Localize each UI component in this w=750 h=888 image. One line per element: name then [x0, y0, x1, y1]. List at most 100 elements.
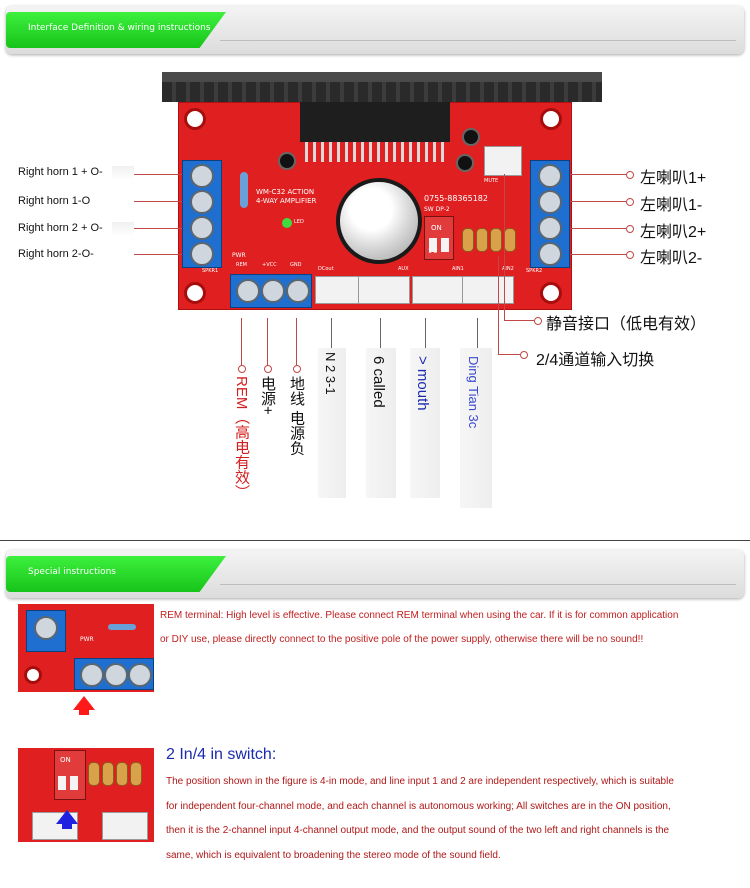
dip-label: SW DP-2: [424, 206, 450, 213]
spkr2-label: SPKR2: [526, 268, 543, 274]
label-fade: [460, 348, 492, 508]
ceramic-capacitor: [462, 228, 474, 252]
label-left-horn-1-pos: 左喇叭1+: [640, 170, 707, 187]
ceramic-capacitor: [476, 228, 488, 252]
section-header-special: Special instructions: [6, 550, 744, 598]
pwr-vcc: +VCC: [262, 262, 277, 268]
leader-line: [425, 318, 426, 348]
label-fade: [112, 166, 134, 180]
board-model: WM-C32 ACTION: [256, 188, 315, 196]
mute-connector: [484, 146, 522, 176]
board-subtitle: 4-WAY AMPLIFIER: [256, 197, 317, 205]
label-fade: [112, 222, 134, 236]
section-title: Special instructions: [28, 567, 116, 577]
screw: [190, 190, 214, 214]
capacitor: [278, 152, 296, 170]
screw: [190, 216, 214, 240]
arrow-stem: [62, 823, 72, 829]
leader-line: [267, 318, 268, 366]
capacitor: [462, 128, 480, 146]
label-left-horn-2-pos: 左喇叭2+: [640, 224, 707, 241]
leader-line: [331, 318, 332, 348]
label-dot: [293, 365, 301, 373]
label-channel-switch: 2/4通道输入切换: [536, 352, 655, 369]
switch-section-title: 2 In/4 in switch:: [166, 746, 277, 763]
section-divider: [0, 540, 750, 541]
leader-line: [570, 228, 626, 229]
label-ground-negative: 地线 电源负: [288, 376, 305, 456]
label-right-horn-2-pos: Right horn 2 + O-: [18, 222, 103, 234]
header-accent: [6, 12, 226, 48]
label-mute-interface: 静音接口（低电有效）: [546, 316, 707, 333]
capacitor: [456, 154, 474, 172]
leader-line: [570, 254, 626, 255]
screw: [261, 279, 285, 303]
switch-thumbnail: ON: [18, 748, 154, 842]
jst-ain1: AIN1: [452, 266, 464, 272]
leader-line: [134, 174, 182, 175]
jst-aux: AUX: [398, 266, 409, 272]
led-label: LED: [294, 219, 304, 225]
mount-hole: [540, 282, 562, 304]
rem-description-line: or DIY use, please directly connect to t…: [160, 634, 644, 645]
label-mouth: > mouth: [414, 356, 431, 411]
leader-line: [477, 318, 478, 348]
mount-hole: [540, 108, 562, 130]
led-indicator: [282, 218, 292, 228]
mute-label: MUTE: [484, 178, 499, 184]
leader-line: [380, 318, 381, 348]
leader-line: [498, 256, 499, 354]
leader-line: [498, 354, 520, 355]
resistor: [240, 172, 248, 208]
leader-line: [134, 228, 182, 229]
ceramic-capacitor: [504, 228, 516, 252]
leader-line: [134, 254, 182, 255]
label-dot: [626, 251, 634, 259]
label-n23: N 2 3-1: [323, 352, 338, 395]
rem-description: REM terminal: High level is effective. P…: [160, 604, 746, 652]
leader-line: [570, 174, 626, 175]
jst-dcout: DCout: [318, 266, 334, 272]
screw: [538, 164, 562, 188]
chip-pins: [305, 142, 445, 162]
spkr1-label: SPKR1: [202, 268, 219, 274]
label-dot: [264, 365, 272, 373]
connector-aux: [358, 276, 410, 304]
leader-line: [134, 201, 182, 202]
rem-terminal-thumbnail: PWR: [18, 604, 154, 692]
mount-hole: [184, 282, 206, 304]
dip-numbers: 1 2: [428, 248, 438, 255]
arrow-up-icon: [73, 696, 95, 710]
label-fade: [318, 348, 346, 498]
leader-line: [570, 201, 626, 202]
leader-line: [241, 318, 242, 366]
switch-description-line: then it is the 2-channel input 4-channel…: [166, 825, 670, 836]
header-rule: [220, 40, 736, 41]
screw: [538, 242, 562, 266]
screw: [236, 279, 260, 303]
arrow-up-icon: [56, 810, 78, 824]
section-header-interface: Interface Definition & wiring instructio…: [6, 6, 744, 54]
leader-line: [504, 320, 534, 321]
screw: [538, 190, 562, 214]
screw: [190, 164, 214, 188]
label-dot: [626, 171, 634, 179]
label-dot: [534, 317, 542, 325]
mount-hole: [184, 108, 206, 130]
label-dot: [520, 351, 528, 359]
heatsink-edge: [162, 72, 602, 82]
label-left-horn-2-neg: 左喇叭2-: [640, 250, 703, 267]
pwr-title: PWR: [232, 252, 246, 259]
label-rem: REM（高电有效）: [233, 376, 250, 500]
section-title: Interface Definition & wiring instructio…: [28, 23, 211, 33]
leader-line: [504, 174, 505, 320]
pwr-rem: REM: [236, 262, 247, 268]
label-fade: [410, 348, 440, 498]
screw: [190, 242, 214, 266]
switch-description-line: same, which is equivalent to broadening …: [166, 849, 501, 861]
dip-toggle-1: [429, 238, 437, 252]
header-rule: [220, 584, 736, 585]
label-called: 6 called: [370, 356, 387, 408]
switch-description-line: for independent four-channel mode, and e…: [166, 800, 671, 812]
label-dot: [626, 225, 634, 233]
